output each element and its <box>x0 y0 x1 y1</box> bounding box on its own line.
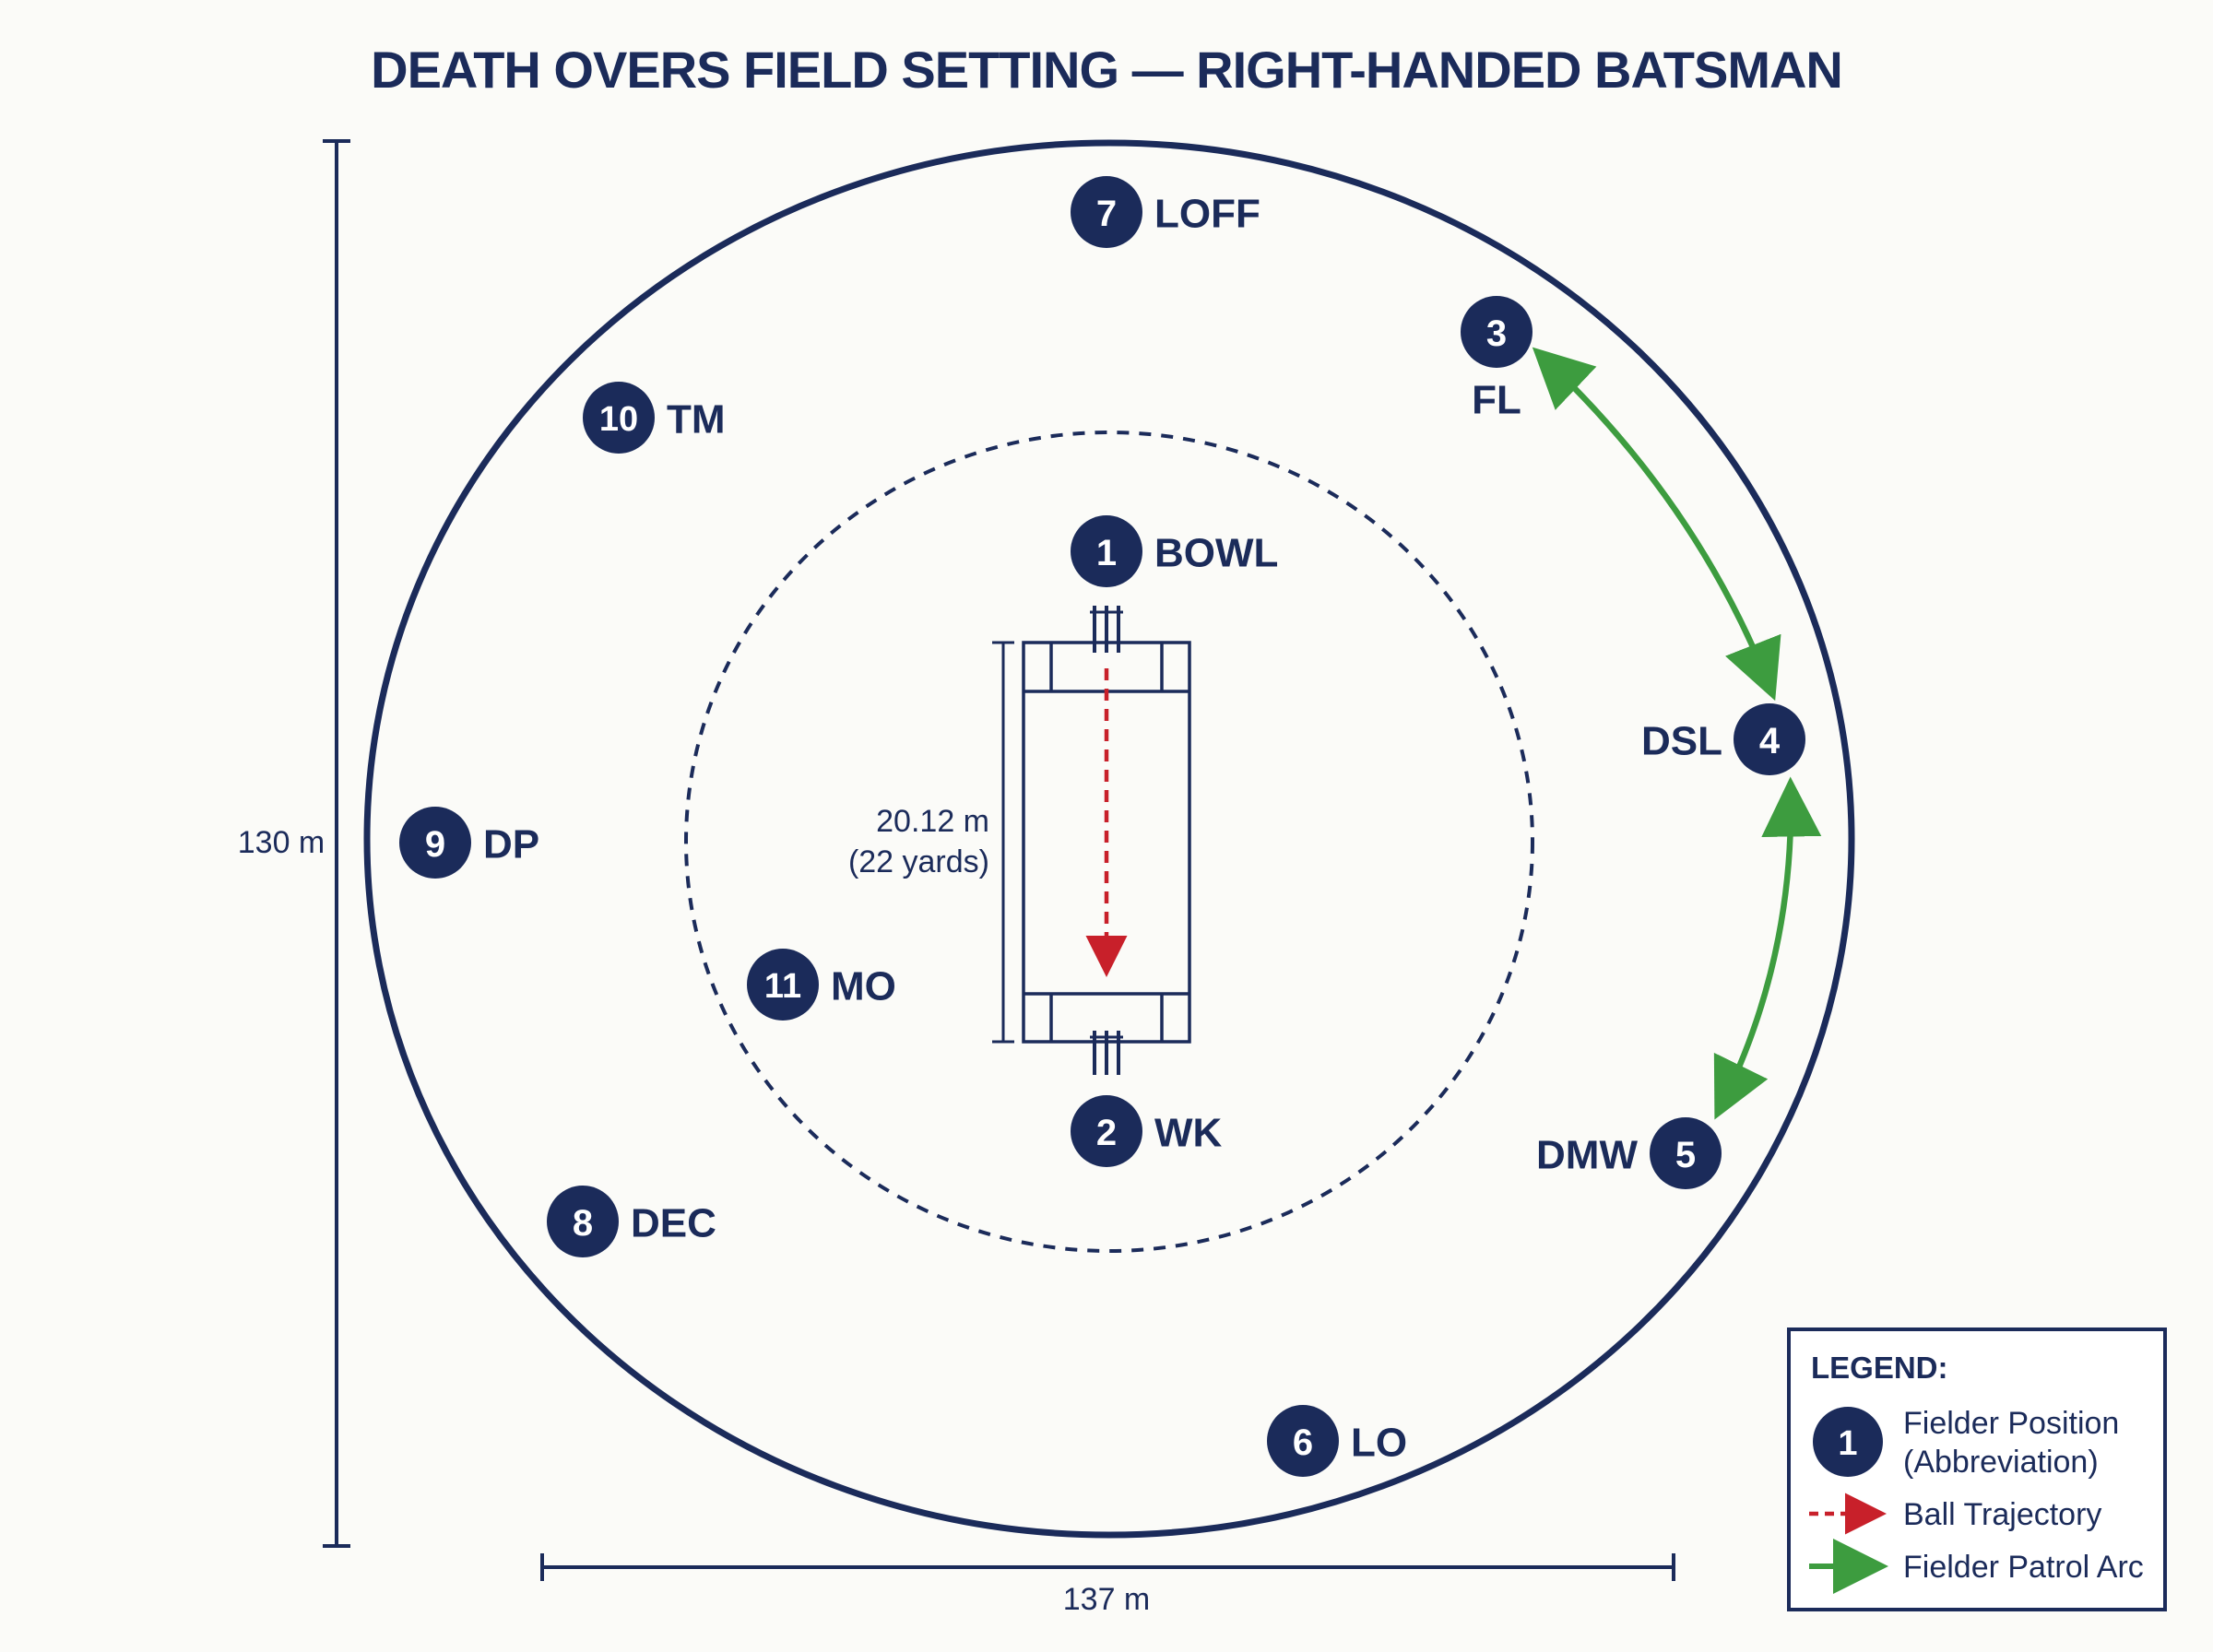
fielder-1: 1 BOWL <box>1071 515 1278 587</box>
pitch-length-dimension: 20.12 m (22 yards) <box>848 641 1014 1044</box>
fielder-number: 4 <box>1759 721 1781 761</box>
fielder-abbr: DEC <box>631 1201 716 1246</box>
fielder-badge <box>1461 296 1533 368</box>
fielder-badge <box>747 949 819 1021</box>
fielder-badge <box>1071 176 1142 248</box>
pitch: 20.12 m (22 yards) <box>848 606 1191 1075</box>
legend-fielder-label-sub: (Abbreviation) <box>1903 1445 2099 1480</box>
legend-title: LEGEND: <box>1811 1351 1948 1385</box>
height-dimension: 130 m <box>238 139 350 1548</box>
fielder-number: 6 <box>1293 1422 1313 1463</box>
width-dimension: 137 m <box>540 1553 1675 1617</box>
stumps-top <box>1090 606 1123 653</box>
fielder-number: 11 <box>764 967 801 1006</box>
diagram-title: DEATH OVERS FIELD SETTING — RIGHT-HANDED… <box>371 41 1842 99</box>
fielder-3: 3 FL <box>1461 296 1533 423</box>
fielder-8: 8 DEC <box>547 1186 716 1257</box>
fielder-number: 2 <box>1096 1113 1117 1153</box>
fielder-2: 2 WK <box>1071 1095 1223 1167</box>
fielder-number: 9 <box>425 824 445 865</box>
fielder-4: 4 DSL <box>1641 703 1805 775</box>
fielder-badge <box>1650 1117 1722 1189</box>
fielder-abbr: DSL <box>1641 719 1722 764</box>
fielder-badge <box>1734 703 1805 775</box>
boundary-line <box>363 139 1855 1539</box>
fielder-number: 7 <box>1096 194 1117 234</box>
fielder-badge <box>399 807 471 879</box>
fielder-number: 8 <box>573 1203 593 1244</box>
pitch-yards-label: (22 yards) <box>848 844 989 879</box>
fielder-abbr: FL <box>1472 378 1521 423</box>
fielder-9: 9 DP <box>399 807 539 879</box>
legend-patrol-label: Fielder Patrol Arc <box>1903 1550 2144 1585</box>
fielder-abbr: LOFF <box>1154 192 1260 237</box>
legend-fielder-badge <box>1813 1407 1883 1477</box>
fielder-abbr: DP <box>483 822 539 867</box>
fielder-badge <box>547 1186 619 1257</box>
patrol-arc-dsl-dmw <box>1713 776 1822 1120</box>
fielder-number: 5 <box>1675 1135 1696 1175</box>
fielder-number: 3 <box>1486 313 1507 354</box>
fielder-11: 11 MO <box>747 949 896 1021</box>
fielder-5: 5 DMW <box>1536 1117 1722 1189</box>
legend-fielder-number: 1 <box>1838 1424 1857 1463</box>
fielder-number: 1 <box>1096 533 1117 573</box>
pitch-length-label: 20.12 m <box>876 804 989 839</box>
fielder-7: 7 LOFF <box>1071 176 1260 248</box>
fielder-badge <box>1071 515 1142 587</box>
fielder-number: 10 <box>599 400 638 439</box>
fielder-abbr: WK <box>1154 1111 1223 1156</box>
fielder-abbr: LO <box>1351 1421 1407 1466</box>
stumps-bottom <box>1090 1031 1123 1075</box>
fielder-abbr: MO <box>831 964 896 1009</box>
patrol-arc-fl-dsl <box>1532 347 1781 702</box>
fielder-badge <box>1071 1095 1142 1167</box>
height-label: 130 m <box>238 825 325 860</box>
fielder-abbr: TM <box>667 397 726 442</box>
width-label: 137 m <box>1063 1582 1151 1617</box>
fielder-10: 10 TM <box>583 382 726 454</box>
fielder-abbr: BOWL <box>1154 531 1278 576</box>
inner-circle <box>684 431 1534 1253</box>
legend: LEGEND: 1 Fielder Position (Abbreviation… <box>1787 1328 2167 1611</box>
fielder-abbr: DMW <box>1536 1133 1638 1178</box>
fielder-badge <box>583 382 655 454</box>
fielder-badge <box>1267 1405 1339 1477</box>
fielder-6: 6 LO <box>1267 1405 1407 1477</box>
legend-ball-label: Ball Trajectory <box>1903 1497 2101 1532</box>
legend-fielder-label: Fielder Position <box>1903 1406 2119 1441</box>
